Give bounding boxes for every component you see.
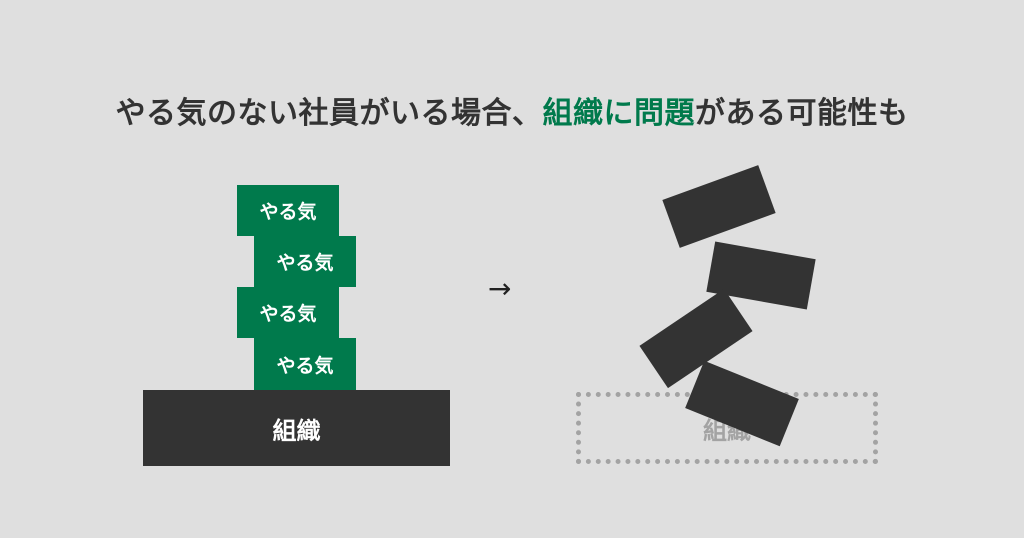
- page-title: やる気のない社員がいる場合、組織に問題がある可能性も: [0, 88, 1024, 132]
- motivation-block: やる気: [237, 185, 339, 236]
- motivation-block: やる気: [237, 287, 339, 338]
- title-highlight: 組織に問題: [542, 96, 695, 131]
- falling-block: [662, 165, 776, 248]
- arrow-right-icon: →: [488, 272, 512, 305]
- title-text-end: がある可能性も: [695, 96, 909, 131]
- title-text: やる気のない社員がいる場合、: [115, 96, 543, 131]
- organization-base: 組織: [143, 390, 450, 466]
- motivation-block: やる気: [254, 338, 356, 390]
- motivation-block: やる気: [254, 236, 356, 287]
